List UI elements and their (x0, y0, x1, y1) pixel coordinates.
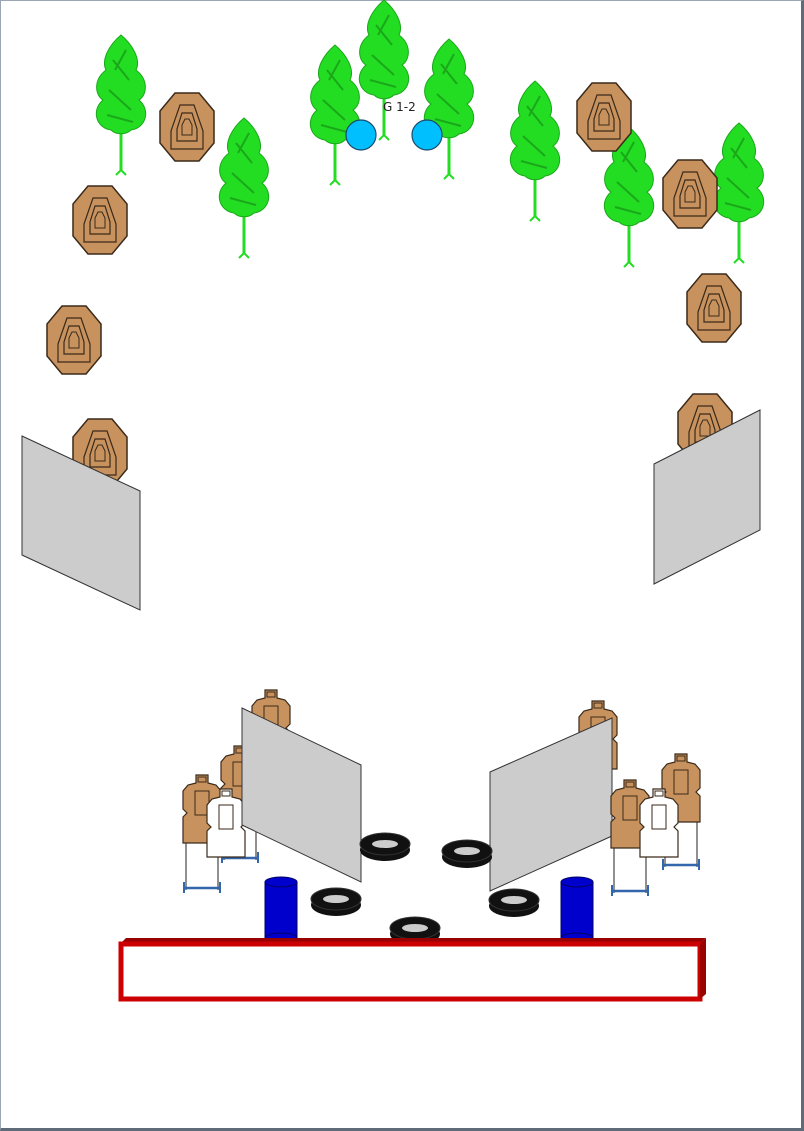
popper-icon (345, 119, 377, 151)
barrel-icon (264, 876, 298, 944)
wall-icon (489, 717, 613, 892)
barrel-icon (560, 876, 594, 944)
pine-tree-icon (94, 33, 148, 177)
octagon-steel-target-icon (576, 82, 632, 152)
pine-tree-icon (217, 116, 271, 260)
pine-tree-icon (308, 43, 362, 187)
stage-label: G 1-2 (383, 100, 416, 114)
tire-icon (310, 887, 362, 917)
pine-tree-icon (712, 121, 766, 265)
wall-icon (21, 435, 141, 611)
popper-icon (411, 119, 443, 151)
pine-tree-icon (357, 0, 411, 142)
pine-tree-icon (422, 37, 476, 181)
no-shoot-target-icon (206, 788, 246, 858)
wall-icon (653, 409, 761, 585)
octagon-steel-target-icon (686, 273, 742, 343)
tire-icon (488, 888, 540, 918)
no-shoot-target-icon (639, 788, 679, 858)
wall-icon (241, 707, 362, 883)
tire-icon (359, 832, 411, 862)
octagon-steel-target-icon (72, 185, 128, 255)
octagon-steel-target-icon (46, 305, 102, 375)
tire-icon (441, 839, 493, 869)
pine-tree-icon (508, 79, 562, 223)
octagon-steel-target-icon (662, 159, 718, 229)
octagon-steel-target-icon (159, 92, 215, 162)
fault-line-box-icon (118, 938, 706, 1002)
